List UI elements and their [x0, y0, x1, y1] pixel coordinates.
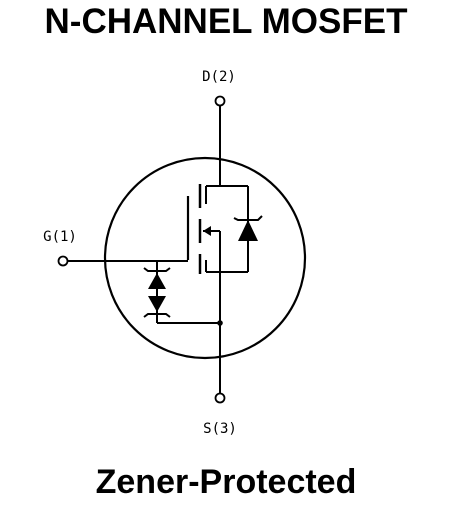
body-arrow	[203, 226, 211, 236]
gate-zener-bar-top	[143, 267, 171, 272]
gate-zener-triangle-bottom	[148, 296, 166, 312]
drain-terminal	[214, 95, 226, 107]
diagram-title: N-CHANNEL MOSFET	[44, 2, 408, 41]
gate-label: G(1)	[43, 229, 77, 245]
source-label: S(3)	[203, 421, 237, 437]
gate-zener-triangle-top	[148, 273, 166, 289]
diagram-subtitle: Zener-Protected	[95, 463, 357, 501]
gate-terminal	[57, 255, 69, 267]
package-outline	[103, 156, 307, 360]
gate-zener-bar-bottom	[143, 313, 171, 318]
drain-label: D(2)	[202, 69, 236, 85]
body-diode-triangle	[238, 220, 258, 241]
body-diode-zener-bar	[233, 215, 263, 221]
source-terminal	[214, 392, 226, 404]
